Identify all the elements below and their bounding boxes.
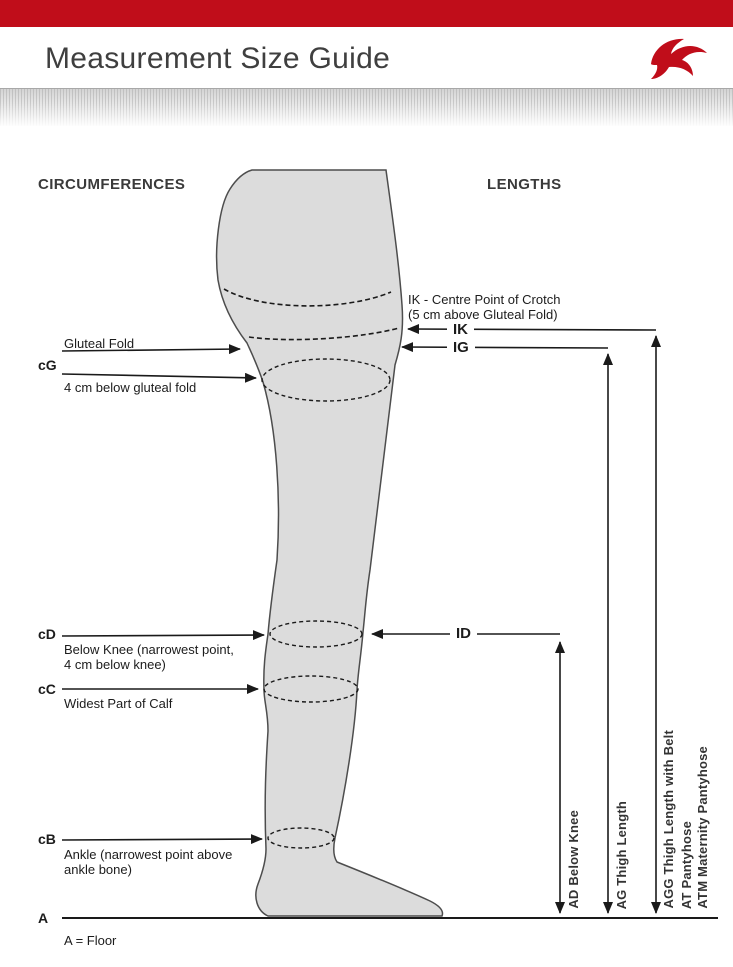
arrow-cb	[61, 834, 263, 845]
ik-note-line2: (5 cm above Gluteal Fold)	[408, 307, 558, 322]
vertical-label-at: AT Pantyhose	[679, 820, 694, 909]
code-a: A	[38, 910, 49, 926]
label-cb: Ankle (narrowest point above ankle bone)	[64, 847, 233, 878]
vertical-label-agg: AGG Thigh Length with Belt	[661, 730, 676, 909]
length-mark-id: ID	[450, 625, 477, 642]
length-mark-ig: IG	[447, 339, 475, 356]
swallow-bird-logo	[651, 38, 707, 79]
heading-lengths: LENGTHS	[487, 176, 562, 193]
code-cc: cC	[38, 681, 56, 697]
cc-circumference-ellipse	[263, 675, 359, 703]
heading-circumferences: CIRCUMFERENCES	[38, 176, 186, 193]
label-a-floor: A = Floor	[64, 933, 117, 948]
vertical-label-ag: AG Thigh Length	[614, 800, 629, 909]
leg-silhouette	[215, 169, 444, 917]
label-cg: 4 cm below gluteal fold	[64, 380, 197, 395]
code-cd: cD	[38, 626, 56, 642]
header-divider	[0, 88, 733, 89]
crotch-dashed-line	[248, 327, 400, 341]
label-cc: Widest Part of Calf	[64, 696, 173, 711]
cd-circumference-ellipse	[269, 620, 363, 648]
page-title: Measurement Size Guide	[45, 42, 391, 75]
code-cg: cG	[38, 357, 57, 373]
arrow-cg	[61, 372, 257, 383]
length-mark-ik: IK	[447, 321, 474, 338]
top-red-bar	[0, 0, 733, 27]
arrow-cd	[61, 630, 265, 641]
vertical-label-atm: ATM Maternity Pantyhose	[695, 746, 710, 909]
cg-circumference-ellipse	[261, 358, 391, 402]
swallow-bird-shape	[651, 38, 707, 79]
arrow-ig	[401, 342, 609, 353]
cb-circumference-ellipse	[267, 827, 335, 849]
code-cb: cB	[38, 831, 56, 847]
striped-band	[0, 89, 733, 126]
label-gluteal-fold: Gluteal Fold	[64, 336, 135, 351]
arrow-gluteal-fold	[61, 344, 241, 355]
hip-dashed-line	[223, 288, 392, 307]
vertical-label-ad: AD Below Knee	[566, 810, 581, 909]
ik-note-line1: IK - Centre Point of Crotch	[408, 292, 561, 307]
label-cd: Below Knee (narrowest point, 4 cm below …	[64, 642, 234, 673]
arrow-ik	[407, 324, 657, 335]
